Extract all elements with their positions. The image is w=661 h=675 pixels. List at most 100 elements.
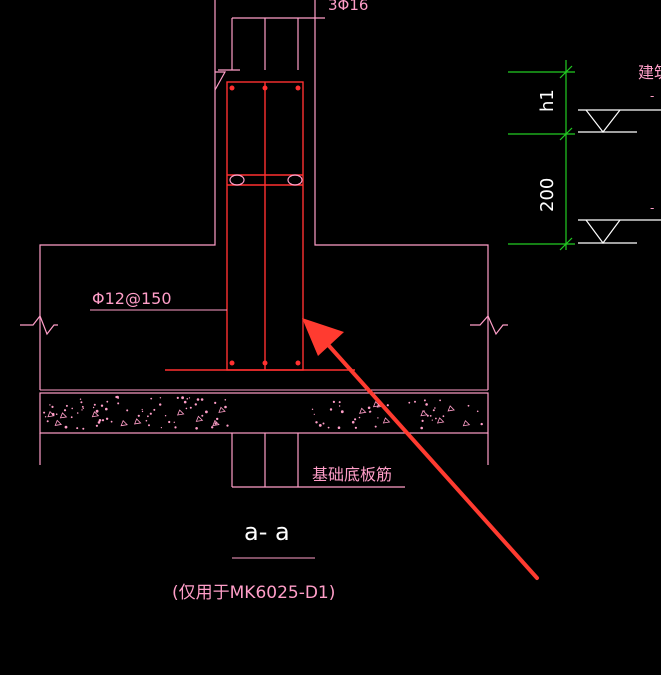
hatch-dot: [224, 399, 227, 401]
hatch-dot: [311, 408, 314, 410]
hatch-dot: [149, 412, 152, 415]
hatch-dot: [188, 397, 191, 399]
hatch-dot: [423, 399, 426, 402]
hatch-dot: [174, 426, 177, 429]
hatch-dot: [105, 407, 108, 411]
hatch-dot: [327, 426, 330, 429]
hatch-dot: [338, 401, 341, 404]
hatch-dot: [420, 426, 424, 430]
hatch-dot: [82, 407, 85, 409]
hatch-dot: [226, 424, 229, 427]
hatch-dot: [186, 398, 189, 400]
hatch-dot: [434, 407, 436, 409]
hatch-triangle: [359, 407, 367, 414]
hatch-dot: [98, 419, 102, 422]
hatch-dot: [435, 417, 437, 420]
hatch-dot: [425, 403, 428, 406]
hatch-dot: [211, 426, 214, 429]
hatch-dot: [153, 408, 156, 411]
hatch-dot: [150, 397, 153, 400]
hatch-dot: [105, 417, 109, 420]
hatch-dot: [159, 397, 162, 399]
dimension-upper-label: h1: [537, 89, 558, 112]
dimension-lines: [508, 60, 575, 251]
hatch-dot: [147, 415, 149, 418]
hatch-dot: [164, 415, 167, 417]
hatch-dot: [55, 413, 58, 416]
hatch-dot: [97, 421, 101, 424]
annotation-arrow: [302, 318, 539, 580]
hatch-dot: [200, 398, 204, 401]
hatch-dot: [82, 427, 85, 430]
hatch-dot: [106, 400, 109, 403]
hatch-dot: [205, 410, 208, 414]
dimension-lower-label: 200: [537, 178, 558, 212]
hatch-dot: [183, 400, 187, 404]
hatch-triangle: [54, 419, 63, 426]
hatch-triangle: [195, 415, 204, 422]
hatch-dot: [92, 406, 95, 409]
leader-lines: [90, 309, 405, 559]
hatch-triangle: [47, 411, 55, 418]
side-note-label: 建筑: [638, 63, 661, 82]
hatch-dot: [110, 420, 113, 423]
section-note: (仅用于MK6025-D1): [172, 583, 335, 603]
hatch-dot: [185, 407, 188, 410]
hatch-dot: [44, 416, 47, 418]
hatch-triangle: [91, 411, 100, 418]
wall-outline: [39, 0, 489, 390]
hatch-triangle: [212, 419, 220, 427]
hatch-dot: [141, 408, 143, 411]
hatch-triangle: [218, 406, 226, 413]
hatch-dot: [148, 424, 150, 427]
hatch-dot: [95, 424, 98, 427]
hatch-dot: [65, 404, 68, 407]
hatch-triangle: [120, 419, 128, 427]
hatch-dot: [76, 412, 79, 414]
hatch-triangle: [436, 417, 445, 424]
base-slab: [39, 389, 489, 434]
hatch-dot: [476, 410, 479, 413]
hatch-dot: [49, 404, 51, 406]
hatch-dot: [421, 419, 424, 422]
hatch-dot: [216, 417, 219, 421]
hatch-dot: [76, 427, 79, 430]
hatch-triangle: [420, 410, 428, 417]
hatch-dot: [145, 419, 148, 422]
hatch-dot: [337, 426, 341, 430]
hatch-dot: [214, 422, 217, 425]
break-line-left: [20, 314, 58, 336]
elevation-tick-upper: -: [650, 89, 654, 103]
hatch-dot: [201, 414, 204, 417]
hatch-dot: [351, 420, 355, 424]
hatch-dot: [426, 414, 429, 417]
elevation-markers: [578, 109, 661, 245]
hatch-dot: [173, 421, 175, 423]
hatch-dot: [116, 395, 119, 399]
concrete-hatch: [43, 395, 483, 430]
hatch-dot: [439, 399, 441, 402]
hatch-dot: [313, 413, 315, 415]
rebar-dots: [229, 85, 301, 366]
hatch-dot: [80, 401, 83, 404]
hatch-dot: [195, 427, 198, 430]
hatch-dot: [442, 415, 445, 418]
hatch-dot: [70, 416, 73, 419]
hatch-dot: [141, 410, 144, 413]
hatch-dot: [181, 396, 185, 400]
hatch-dot: [168, 420, 171, 424]
hatch-dot: [81, 405, 84, 408]
hatch-triangle: [462, 420, 471, 427]
hatch-dot: [414, 400, 416, 403]
hatch-dot: [100, 404, 104, 407]
break-line-right: [470, 314, 508, 336]
hatch-dot: [386, 404, 389, 407]
hatch-triangle: [447, 405, 455, 412]
hatch-dot: [224, 405, 227, 409]
hatch-dot: [71, 407, 73, 410]
elevation-tick-lower: -: [650, 201, 654, 215]
hatch-dot: [480, 422, 483, 426]
hatch-dot: [196, 398, 200, 401]
hatch-dot: [214, 401, 217, 404]
